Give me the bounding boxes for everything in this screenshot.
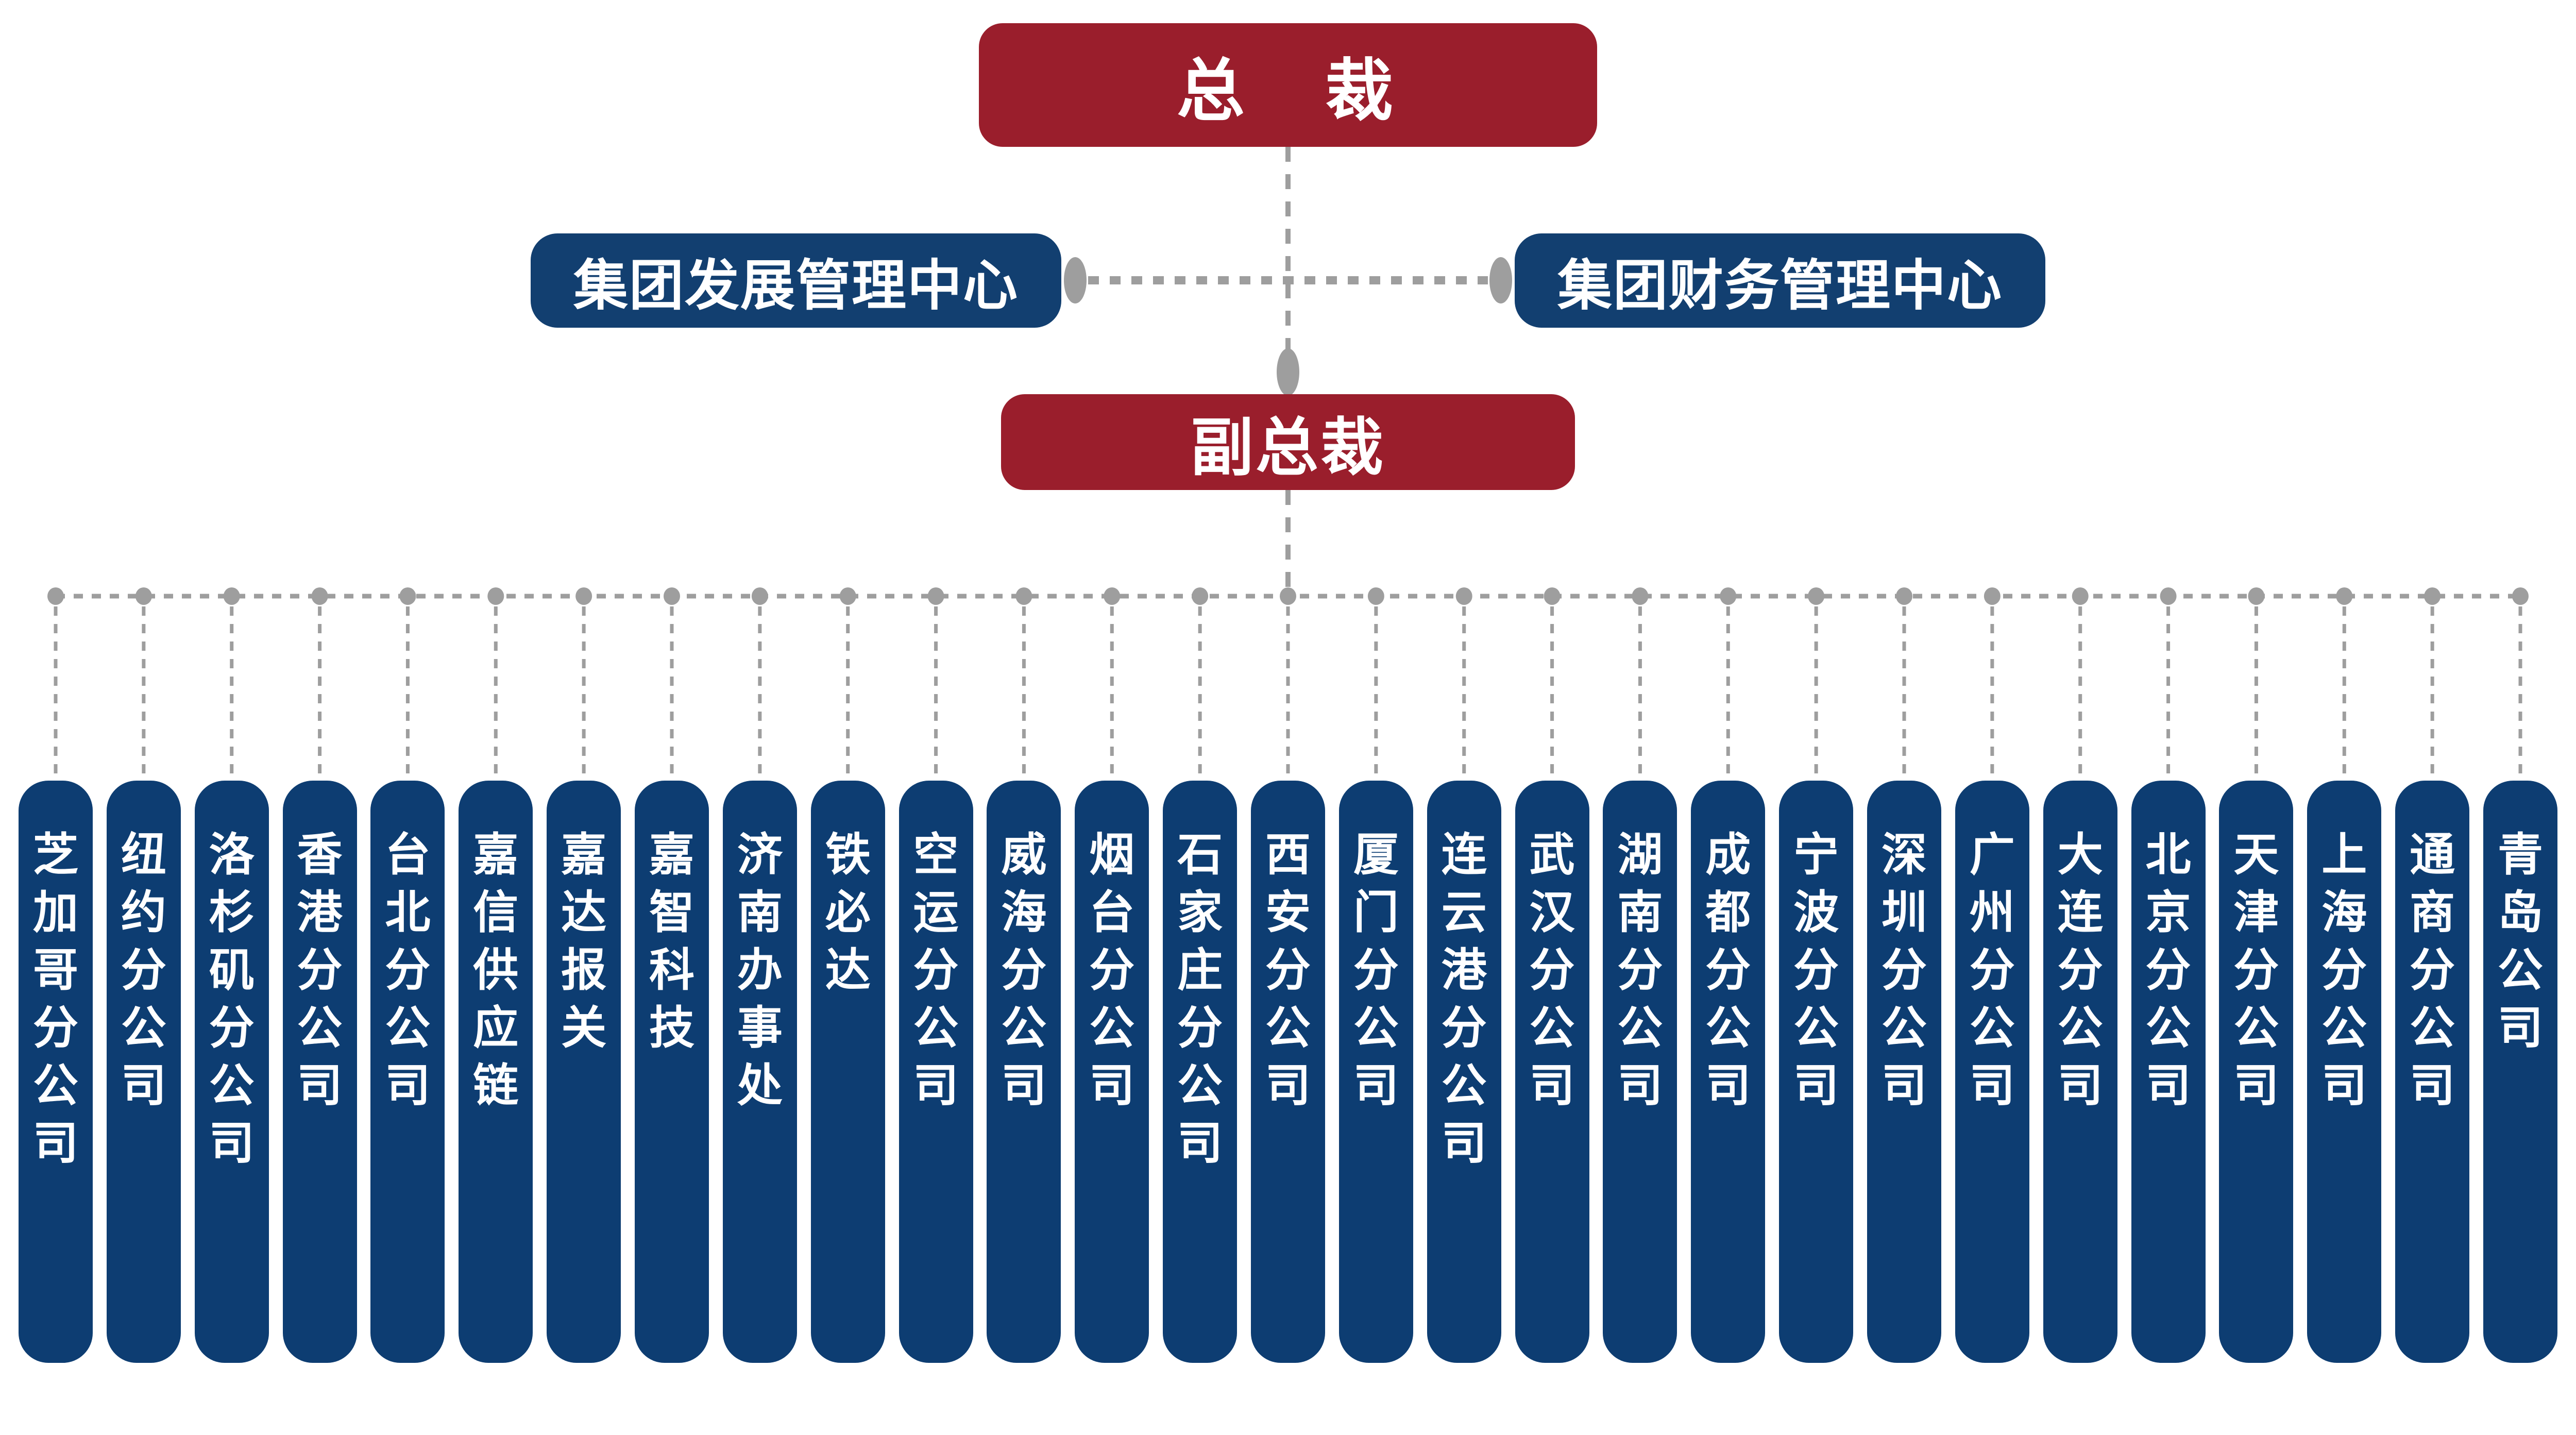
branch-column: 湖 南 分 公 司 xyxy=(1603,781,1677,1363)
branch-column: 连 云 港 分 公 司 xyxy=(1427,781,1501,1363)
branch-column: 广 州 分 公 司 xyxy=(1955,781,2029,1363)
branch-column: 嘉 智 科 技 xyxy=(635,781,709,1363)
branch-column: 宁 波 分 公 司 xyxy=(1779,781,1854,1363)
branch-column: 深 圳 分 公 司 xyxy=(1867,781,1941,1363)
branch-column: 厦 门 分 公 司 xyxy=(1338,781,1413,1363)
branch-column: 空 运 分 公 司 xyxy=(899,781,973,1363)
president-label: 总 裁 xyxy=(1177,53,1399,129)
president-box: 总 裁 xyxy=(979,23,1597,147)
center-development-label: 集团发展管理中心 xyxy=(573,255,1019,316)
branch-column: 嘉 信 供 应 链 xyxy=(459,781,533,1363)
branch-column: 大 连 分 公 司 xyxy=(2043,781,2117,1363)
branch-column: 纽 约 分 公 司 xyxy=(106,781,181,1363)
vice-president-box: 副总裁 xyxy=(1001,394,1575,490)
branch-column: 烟 台 分 公 司 xyxy=(1075,781,1149,1363)
branch-column: 成 都 分 公 司 xyxy=(1691,781,1766,1363)
branch-column: 香 港 分 公 司 xyxy=(282,781,357,1363)
branch-column: 通 商 分 公 司 xyxy=(2395,781,2470,1363)
vice-president-label: 副总裁 xyxy=(1191,412,1385,483)
branch-column: 西 安 分 公 司 xyxy=(1251,781,1325,1363)
center-finance-label: 集团财务管理中心 xyxy=(1557,255,2003,316)
branch-column: 威 海 分 公 司 xyxy=(987,781,1061,1363)
branch-column: 洛 杉 矶 分 公 司 xyxy=(194,781,269,1363)
branch-column: 台 北 分 公 司 xyxy=(370,781,445,1363)
branch-column: 铁 必 达 xyxy=(810,781,885,1363)
branch-column: 北 京 分 公 司 xyxy=(2131,781,2206,1363)
branch-column: 上 海 分 公 司 xyxy=(2307,781,2382,1363)
center-box-finance: 集团财务管理中心 xyxy=(1515,233,2045,328)
branch-column: 石 家 庄 分 公 司 xyxy=(1163,781,1238,1363)
branch-column: 嘉 达 报 关 xyxy=(547,781,621,1363)
branch-column: 青 岛 公 司 xyxy=(2483,781,2557,1363)
branch-column: 济 南 办 事 处 xyxy=(722,781,797,1363)
branch-column: 武 汉 分 公 司 xyxy=(1515,781,1589,1363)
branch-column: 天 津 分 公 司 xyxy=(2219,781,2294,1363)
center-box-development: 集团发展管理中心 xyxy=(531,233,1061,328)
branch-column: 芝 加 哥 分 公 司 xyxy=(19,781,93,1363)
